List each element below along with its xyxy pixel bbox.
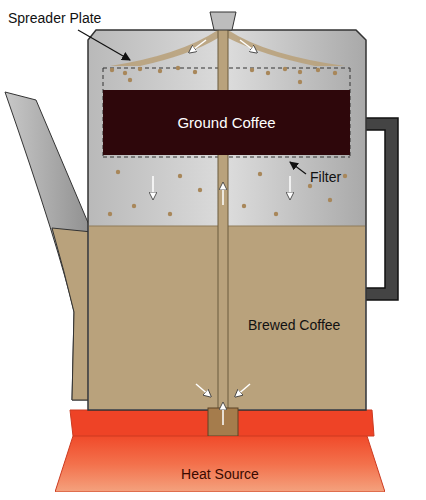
- node-text: Heat Source: [181, 466, 259, 482]
- part-label: Brewed Coffee: [248, 317, 340, 333]
- part-label: Spreader Plate: [8, 10, 101, 26]
- coffee-basket: Ground Coffee: [103, 90, 350, 155]
- node-text: Ground Coffee: [177, 114, 275, 131]
- part-label: Filter: [310, 169, 341, 185]
- heat-base-shape: [55, 436, 385, 492]
- heat-source: Heat Source: [55, 436, 385, 492]
